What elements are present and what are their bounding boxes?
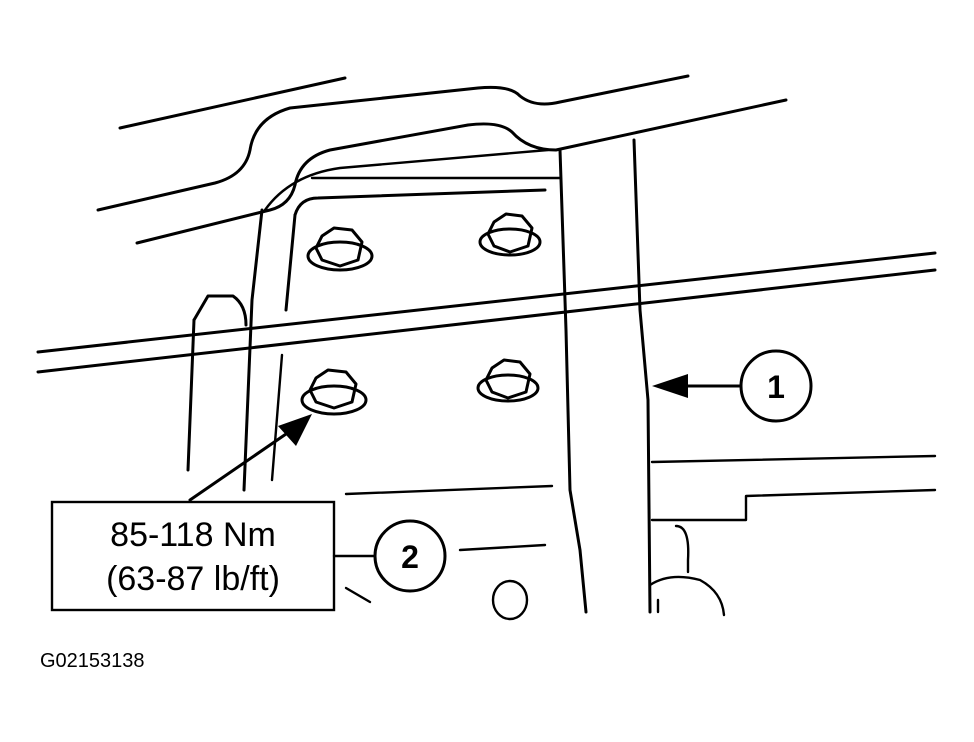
callout-2: 2: [373, 519, 447, 593]
upper-body-panel: [96, 74, 788, 245]
bolt-upper-left: [306, 226, 374, 272]
bolt-upper-right: [478, 212, 542, 257]
access-hole: [491, 579, 529, 621]
mounting-plate: [270, 188, 547, 482]
callout-1-arrow: [652, 374, 744, 398]
cross-member: [36, 251, 937, 374]
bolt-lower-left: [300, 368, 368, 416]
torque-arrow: [188, 414, 312, 502]
callout-1-label: 1: [767, 369, 785, 405]
torque-spec-lbft: (63-87 lb/ft): [106, 560, 280, 598]
callout-1: 1: [739, 349, 813, 423]
torque-spec-nm: 85-118 Nm: [110, 516, 276, 554]
lower-bracket: [344, 454, 937, 621]
frame-rail: [186, 138, 652, 614]
figure-id: G02153138: [40, 650, 145, 672]
callout-2-label: 2: [401, 539, 419, 575]
torque-spec-box: 85-118 Nm (63-87 lb/ft): [50, 500, 336, 612]
bolt-lower-right: [476, 358, 540, 403]
